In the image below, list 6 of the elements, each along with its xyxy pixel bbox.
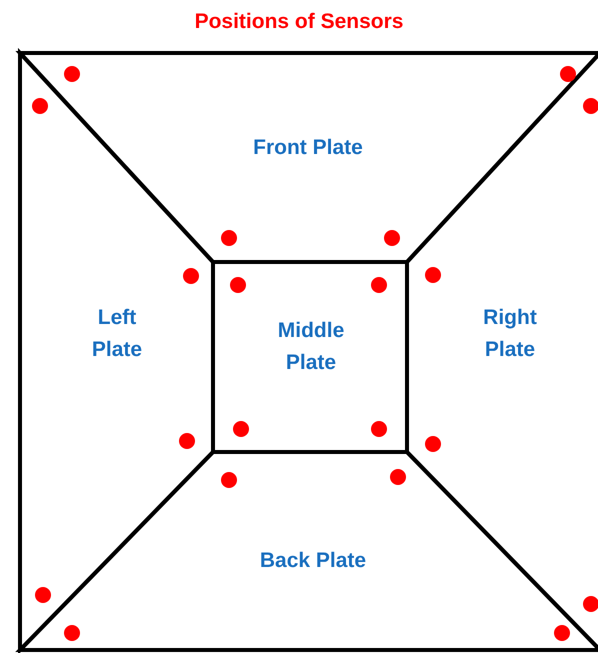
diagram-title: Positions of Sensors [194, 10, 404, 34]
plate-label: Right Plate [482, 305, 538, 363]
plate-label: Left Plate [90, 305, 144, 363]
plate-label: Middle Plate [276, 318, 346, 376]
plate-label: Front Plate [252, 135, 364, 161]
plate-label: Back Plate [258, 548, 368, 574]
